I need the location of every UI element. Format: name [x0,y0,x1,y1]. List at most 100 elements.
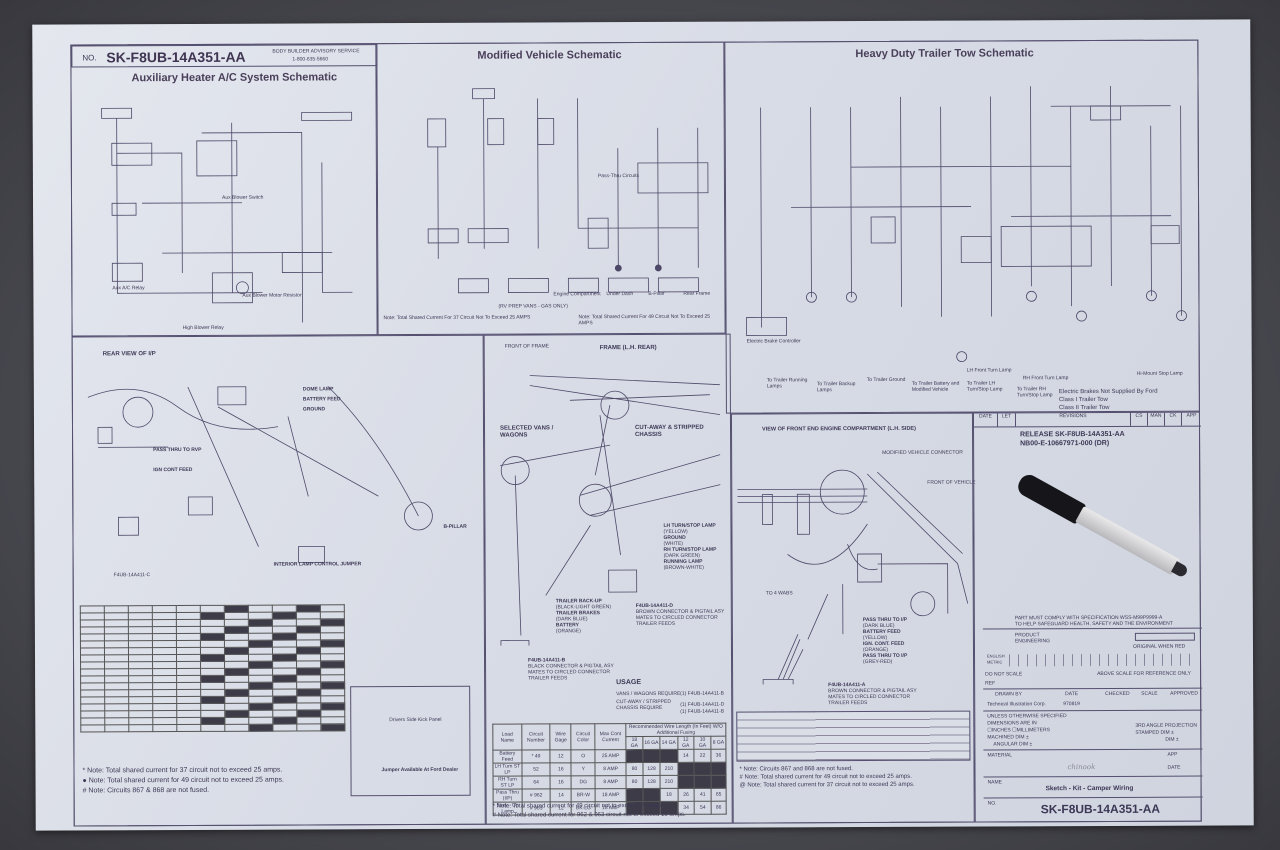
rear-view-drawing [87,386,433,563]
usage-row2: CUT-AWAY / STRIPPED CHASSIS REQUIRE [616,698,671,711]
mv-label-5: Pass-Thru Circuits [597,173,640,180]
title-block: DATE LET REVISIONS CS MAN CK APP RELEASE… [972,411,1203,823]
frame-drawing [500,375,721,646]
aux-label-4: High Blower Relay [182,324,224,332]
table-cell: O [571,749,596,763]
table-cell [694,775,712,789]
table-cell [711,775,727,789]
table-cell: 80 [626,775,643,789]
ref-label: REF [985,680,996,687]
rv-label-8: Jumper Available At Ford Dealer [381,766,459,774]
table-cell: Pass Thru (I/P) [493,789,522,803]
table-cell [320,723,345,731]
kick-panel-inset: Drivers Side Kick Panel Jumper Available… [350,685,471,797]
table-cell [200,724,225,732]
table-cell: 210 [660,762,678,776]
table-cell: 25 AMP [595,749,627,763]
rv-connector: F4UB-14A411-C [113,572,151,579]
stamped-dim: STAMPED DIM ± [1135,729,1174,736]
rv-label-5: B-PILLAR [443,523,467,530]
date-label: DATE [1065,691,1079,698]
usage-row1-val: (1) F4UB-14A411-B [680,690,725,697]
table-header: 18 GA [626,736,643,750]
table-cell: 80 [626,762,643,776]
table-cell: 22 [694,749,711,763]
front-end-title: VIEW OF FRONT END ENGINE COMPARTMENT (L.… [762,425,916,433]
tt-label-8: RH Front Turn Lamp [1022,375,1069,382]
table-cell: * 49 [521,749,551,764]
selected-vans: SELECTED VANS / WAGONS [500,425,554,439]
table-cell: LH Turn ST LP [492,763,522,777]
advisory: BODY BUILDER ADVISORY SERVICE [272,48,360,55]
table-header: 12 GA [677,736,695,750]
table-cell: 18 [660,788,678,802]
tt-label-6: To Trailer RH Turn/Stop Lamp [1016,386,1053,399]
no-label: NO. [82,53,97,63]
table-cell: Y [571,762,596,776]
wire: BATTERY FEED(YELLOW) [863,629,907,641]
approved-label: APPROVED [1170,690,1198,697]
table-cell: Battery Feed [492,750,522,764]
trailer-tow-wiring [746,85,1187,363]
drawn-by-value: Technical Illustration Corp. [987,701,1046,708]
divider [982,627,1202,630]
table-header: Circuit Color [571,723,596,750]
rev-header-date: DATE [973,413,999,427]
frame-title: FRAME (L.H. REAR) [599,344,657,352]
left-note-1: * Note: Total shared current for 37 circ… [82,766,283,775]
divider [983,796,1203,799]
table-cell: 36 [710,749,726,763]
divider [983,709,1203,712]
front-end-panel: VIEW OF FRONT END ENGINE COMPARTMENT (L.… [730,412,976,824]
table-cell: 54 [694,801,712,815]
front-wires-list: PASS THRU TO I/P(DARK BLUE) BATTERY FEED… [863,617,907,665]
dim-tol: DIM ± [1165,736,1179,743]
sheet-number: SK-F8UB-14A351-AA [106,48,246,66]
table-cell: 14 [677,749,695,763]
mv-note-2: Note: Total Shared Current For 49 Circui… [578,313,711,327]
compliance-2: TO HELP SAFEGUARD HEALTH, SAFETY AND THE… [1014,620,1173,628]
table-cell: DG [571,775,596,789]
table-cell: 41 [694,788,712,802]
mm-label: MILLIMETERS [1016,727,1050,734]
machined-dim: MACHINED DIM ± [987,734,1029,741]
cutaway-chassis: CUT-AWAY & STRIPPED CHASSIS [635,424,704,438]
left-note-3: # Note: Circuits 867 & 868 are not fused… [82,786,210,795]
modified-vehicle-panel: Modified Vehicle Schematic Engine Compar… [376,41,726,336]
tt-label-2: To Trailer Backup Lamps [816,381,856,393]
table-cell: 8 AMP [595,775,627,789]
original-box [1134,632,1195,641]
tt-label-1: To Trailer Running Lamps [766,377,808,390]
aux-label-2: Aux A/C Relay [112,285,145,292]
tt-legend-2: Class I Trailer Tow [1058,396,1108,404]
tt-label-9: Hi-Mount Stop Lamp [1136,370,1183,377]
tt-label-5: To Trailer LH Turn/Stop Lamp [966,380,1003,393]
table-cell [626,749,643,763]
table-cell [272,724,297,732]
rev-header-let: LET [997,413,1017,427]
wire-d: RH TURN/STOP LAMP(DARK GREEN) [664,547,717,559]
wires-d-list: LH TURN/STOP LAMP(YELLOW) GROUND(WHITE) … [663,523,716,571]
usage-title: USAGE [616,679,642,687]
original-when-red: ORIGINAL WHEN RED [1132,643,1186,650]
table-header: 16 GA [642,736,661,750]
tt-label-0: Electric Brake Controller [746,338,801,345]
wire-color: (BROWN-WHITE) [663,564,704,571]
drawing-number: SK-F8UB-14A351-AA [1040,801,1161,817]
frame-note-1: * Note: Total shared current for 49 circ… [492,802,665,810]
left-load-table [80,604,346,732]
engine-compartment-drawing [737,469,969,685]
wires-b-list: TRAILER BACK-UP(BLACK-LIGHT GREEN) TRAIL… [556,598,611,634]
modified-vehicle-title: Modified Vehicle Schematic [477,49,622,62]
wire-d: LH TURN/STOP LAMP(YELLOW) [663,523,716,535]
table-cell: 64 [521,775,551,790]
rev-header-revisions: REVISIONS [1015,412,1132,427]
left-note-2: ● Note: Total shared current for 49 circ… [82,776,284,785]
rv-label-7: Drivers Side Kick Panel [389,716,442,724]
rev-header-app: APP [1186,412,1197,419]
table-cell: # 962 [521,788,551,803]
usage-row2-val1: (1) F4UB-14A411-D [680,701,725,708]
